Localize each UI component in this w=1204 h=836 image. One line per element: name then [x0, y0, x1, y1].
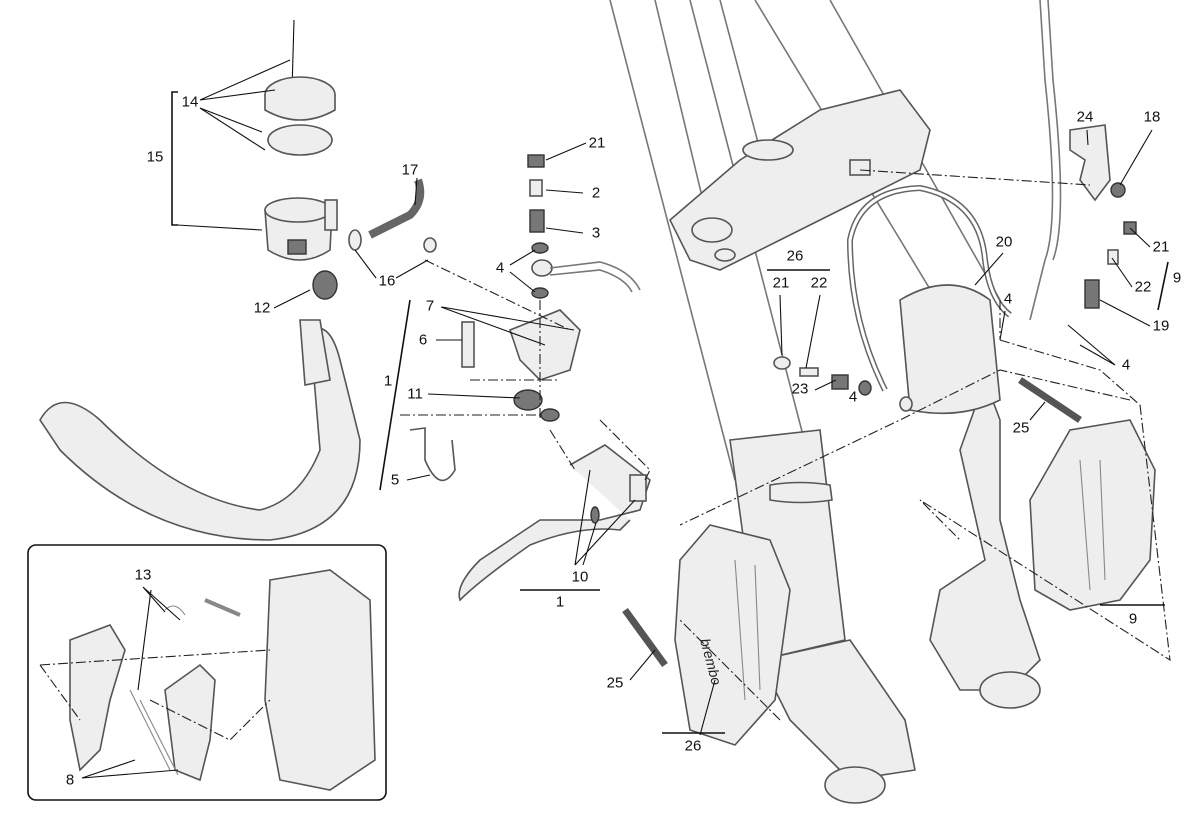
callout-6: 6 — [418, 331, 428, 349]
callout-1: 1 — [555, 593, 565, 611]
pad-detail-inset — [27, 544, 387, 801]
callout-26: 26 — [786, 247, 804, 265]
callout-4: 4 — [1003, 290, 1013, 308]
caliper-right — [1018, 377, 1156, 611]
callout-22: 22 — [1134, 278, 1152, 296]
callout-20: 20 — [995, 233, 1013, 251]
callout-18: 18 — [1143, 108, 1161, 126]
callout-9: 9 — [1128, 610, 1138, 628]
caliper-left: brembo — [622, 524, 791, 746]
callout-4: 4 — [1121, 356, 1131, 374]
callout-5: 5 — [390, 471, 400, 489]
callout-13: 13 — [134, 566, 152, 584]
triple-clamp — [669, 89, 931, 271]
callout-26: 26 — [684, 737, 702, 755]
callout-21: 21 — [1152, 238, 1170, 256]
callout-10: 10 — [571, 568, 589, 586]
callout-25: 25 — [1012, 419, 1030, 437]
callout-7: 7 — [425, 297, 435, 315]
callout-24: 24 — [1076, 108, 1094, 126]
callout-21: 21 — [772, 274, 790, 292]
vent-hose — [368, 178, 425, 239]
assembly-lines — [39, 169, 1171, 741]
callout-22: 22 — [810, 274, 828, 292]
brake-line-right — [1029, 0, 1062, 321]
callout-23: 23 — [791, 380, 809, 398]
callout-25: 25 — [606, 674, 624, 692]
callout-4: 4 — [495, 259, 505, 277]
group-brackets — [171, 91, 1169, 734]
callout-11: 11 — [407, 385, 423, 403]
callout-17: 17 — [401, 161, 419, 179]
callout-3: 3 — [591, 224, 601, 242]
callout-9: 9 — [1172, 269, 1182, 287]
callout-8: 8 — [65, 771, 75, 789]
callout-1: 1 — [383, 372, 393, 390]
callout-12: 12 — [253, 299, 271, 317]
callout-4: 4 — [848, 388, 858, 406]
inset-caliper-pads — [69, 569, 376, 791]
master-cylinder — [409, 154, 641, 482]
callout-15: 15 — [146, 148, 164, 166]
brake-lever — [458, 444, 651, 602]
callout-2: 2 — [591, 184, 601, 202]
callout-14: 14 — [181, 93, 199, 111]
callout-19: 19 — [1152, 317, 1170, 335]
leader-lines — [81, 59, 1153, 779]
reservoir — [264, 19, 338, 300]
callout-21: 21 — [588, 134, 606, 152]
callout-16: 16 — [378, 272, 396, 290]
caliper-fittings — [773, 124, 1137, 412]
